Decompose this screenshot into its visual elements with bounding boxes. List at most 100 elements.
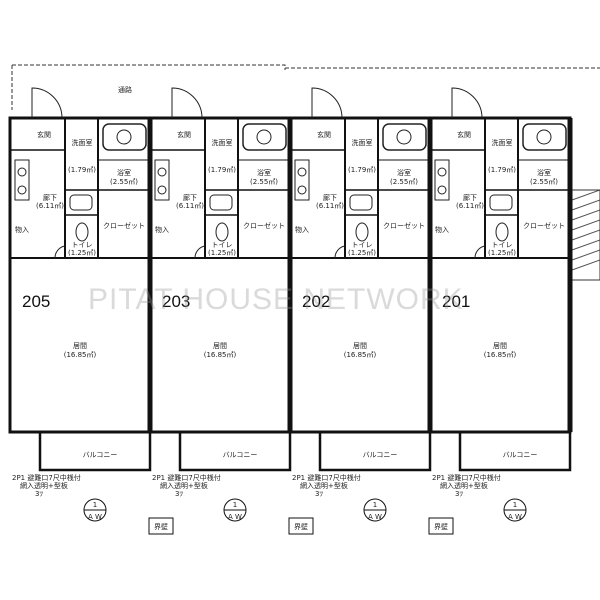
washroom-area: (1.79㎡) <box>208 166 236 174</box>
room-number: 201 <box>442 292 470 311</box>
party-wall-label: 界壁 <box>434 522 448 531</box>
toilet-bowl <box>495 222 509 242</box>
entrance-label: 玄関 <box>37 130 51 139</box>
bath-label: 浴室 <box>257 168 271 177</box>
toilet-label: トイレ <box>352 241 373 249</box>
stair-step <box>571 229 600 241</box>
balcony-label: バルコニー <box>503 451 538 459</box>
closet-label: クローゼット <box>383 221 425 230</box>
bath-area: (2.55㎡) <box>110 178 138 186</box>
living-area: (16.85㎡) <box>64 351 97 359</box>
stair-step <box>571 189 600 201</box>
window-note: 網入透明+型板 <box>20 481 68 490</box>
stair-step <box>571 239 600 251</box>
living-label: 居間 <box>213 342 227 350</box>
drain <box>256 129 272 145</box>
living-label: 居間 <box>73 342 87 350</box>
stove <box>297 185 307 195</box>
party-wall-tag <box>288 517 314 535</box>
bathtub <box>382 123 427 151</box>
party-wall-label: 界壁 <box>294 522 308 531</box>
unit-201 <box>428 87 573 535</box>
window-note: 3ﾂ <box>315 490 323 498</box>
washroom-area: (1.79㎡) <box>68 166 96 174</box>
hall-label: 廊下 <box>183 193 197 202</box>
toilet-area: (1.25㎡) <box>208 249 236 257</box>
toilet-label: トイレ <box>72 241 93 249</box>
window-note: 2P1 避難口7尺中桟付 <box>12 473 81 482</box>
aw-number: 1 <box>93 501 97 509</box>
drain <box>396 129 412 145</box>
bathtub <box>522 123 567 151</box>
stair-step <box>571 209 600 221</box>
aw-code: A W <box>368 513 382 521</box>
toilet-bowl <box>355 222 369 242</box>
kitchen-counter <box>294 159 310 201</box>
aw-number: 1 <box>233 501 237 509</box>
washroom-label: 洗面室 <box>212 138 233 147</box>
toilet-area: (1.25㎡) <box>488 249 516 257</box>
corridor-label: 通路 <box>118 85 132 94</box>
drain <box>116 129 132 145</box>
washroom-label: 洗面室 <box>72 138 93 147</box>
sink <box>209 194 233 211</box>
storage-label: 物入 <box>295 225 309 234</box>
party-wall-tag <box>428 517 454 535</box>
bath-label: 浴室 <box>537 168 551 177</box>
living-label: 居間 <box>353 342 367 350</box>
stove <box>437 185 447 195</box>
balcony-label: バルコニー <box>83 451 118 459</box>
hall-label: 廊下 <box>43 193 57 202</box>
party-wall-label: 界壁 <box>154 522 168 531</box>
watermark: PITAT HOUSE NETWORK <box>88 283 464 316</box>
sink <box>69 194 93 211</box>
door-swing <box>54 245 66 259</box>
hall-area: (6.11㎡) <box>316 202 344 210</box>
stove <box>437 167 447 177</box>
sink <box>489 194 513 211</box>
toilet-bowl <box>215 222 229 242</box>
stove <box>157 185 167 195</box>
toilet-area: (1.25㎡) <box>68 249 96 257</box>
window-note: 2P1 避難口7尺中桟付 <box>292 473 361 482</box>
party-wall-tag <box>148 517 174 535</box>
sink <box>349 194 373 211</box>
bath-label: 浴室 <box>117 168 131 177</box>
aw-code: A W <box>228 513 242 521</box>
balcony-wall <box>318 430 432 472</box>
balcony-label: バルコニー <box>363 451 398 459</box>
stove <box>17 167 27 177</box>
window-note: 2P1 避難口7尺中桟付 <box>152 473 221 482</box>
door-swing <box>311 87 343 119</box>
window-note: 2P1 避難口7尺中桟付 <box>432 473 501 482</box>
stair-step <box>571 199 600 211</box>
toilet-label: トイレ <box>492 241 513 249</box>
toilet-bowl <box>75 222 89 242</box>
door-swing <box>334 245 346 259</box>
toilet-label: トイレ <box>212 241 233 249</box>
aw-number: 1 <box>513 501 517 509</box>
window-note: 3ﾂ <box>35 490 43 498</box>
door-swing <box>451 87 483 119</box>
hall-area: (6.11㎡) <box>176 202 204 210</box>
stove <box>297 167 307 177</box>
hall-label: 廊下 <box>463 193 477 202</box>
washroom-area: (1.79㎡) <box>348 166 376 174</box>
living-area: (16.85㎡) <box>484 351 517 359</box>
door-swing <box>194 245 206 259</box>
bath-area: (2.55㎡) <box>250 178 278 186</box>
living-area: (16.85㎡) <box>344 351 377 359</box>
door-swing <box>474 245 486 259</box>
hall-label: 廊下 <box>323 193 337 202</box>
closet-label: クローゼット <box>523 221 565 230</box>
window-note: 網入透明+型板 <box>440 481 488 490</box>
bath-area: (2.55㎡) <box>390 178 418 186</box>
hall-area: (6.11㎡) <box>36 202 64 210</box>
living-area: (16.85㎡) <box>204 351 237 359</box>
living-label: 居間 <box>493 342 507 350</box>
washroom-label: 洗面室 <box>352 138 373 147</box>
entrance-label: 玄関 <box>457 130 471 139</box>
bathtub <box>102 123 147 151</box>
window-note: 3ﾂ <box>455 490 463 498</box>
